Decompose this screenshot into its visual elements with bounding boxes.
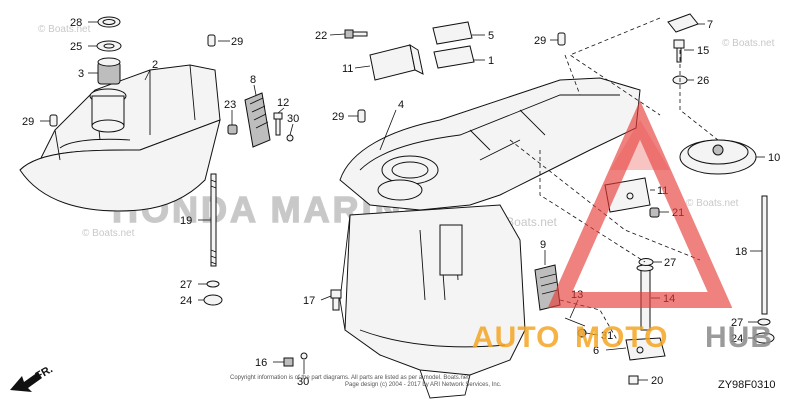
callout-5: 5 <box>488 30 494 42</box>
washer-part-30b <box>300 352 308 360</box>
callout-18: 18 <box>735 246 747 258</box>
callout-12: 12 <box>277 97 289 109</box>
plate-part-10 <box>679 139 757 175</box>
link-part-13 <box>564 317 586 327</box>
front-direction-label: FR. <box>34 363 55 382</box>
cap-part-7 <box>667 13 699 33</box>
callout-29-b: 29 <box>22 116 34 128</box>
callout-19: 19 <box>180 215 192 227</box>
block-part-1 <box>433 45 475 69</box>
bolt-part-16 <box>283 357 294 367</box>
callout-11-b: 11 <box>657 185 668 197</box>
callout-11-a: 11 <box>342 63 353 75</box>
callout-1: 1 <box>488 55 494 67</box>
callout-8: 8 <box>250 74 256 86</box>
stud-part-18 <box>761 195 768 315</box>
callout-25: 25 <box>70 41 82 53</box>
plate-part-8 <box>244 92 271 148</box>
gear-case-part-4 <box>339 77 641 399</box>
callout-20: 20 <box>651 375 663 387</box>
callout-29-c: 29 <box>534 35 546 47</box>
callout-3: 3 <box>78 68 84 80</box>
washer-part-27a <box>206 280 220 288</box>
callout-29-a: 29 <box>231 36 243 48</box>
extension-case-part-2 <box>19 64 221 212</box>
callout-9: 9 <box>540 239 546 251</box>
nut-part-23 <box>227 124 238 135</box>
logo-auto-text: AUTO <box>472 321 560 354</box>
callout-17: 17 <box>303 295 315 307</box>
callout-24-b: 24 <box>731 333 743 345</box>
watermark-top-right: © Boats.net <box>722 38 775 49</box>
footer-copyright-line-1: Copyright information is of the part dia… <box>230 375 469 381</box>
callout-6: 6 <box>593 345 599 357</box>
callout-30-b: 30 <box>297 376 309 388</box>
callout-23: 23 <box>224 99 236 111</box>
watermark-right: © Boats.net <box>686 198 739 209</box>
bolt-part-15 <box>673 39 685 63</box>
bearing-part-3 <box>97 57 121 85</box>
bolt-part-17 <box>330 289 342 311</box>
block-part-11-top <box>369 43 424 81</box>
bracket-part-6 <box>625 337 666 361</box>
callout-27-c: 27 <box>731 317 743 329</box>
footer-copyright-line-2: Page design (c) 2004 - 2017 by ARI Netwo… <box>345 382 502 388</box>
bolt-part-12 <box>273 112 283 136</box>
watermark-mid-left: © Boats.net <box>82 228 135 239</box>
callout-26: 26 <box>697 75 709 87</box>
block-part-5 <box>432 21 473 45</box>
bolt-part-22 <box>344 29 368 39</box>
callout-15: 15 <box>697 45 709 57</box>
callout-28: 28 <box>70 17 82 29</box>
nut-part-21 <box>649 207 660 218</box>
diagram-code: ZY98F0310 <box>718 379 775 391</box>
pin-part-29b <box>49 114 58 127</box>
bolt-part-20 <box>628 375 639 385</box>
washer-part-24a <box>203 294 223 306</box>
callout-4: 4 <box>398 99 404 111</box>
automotohub-logo: AUTO MOTO HUB <box>472 100 773 354</box>
logo-moto-text: MOTO <box>575 321 668 354</box>
watermark-top: © Boats.net <box>38 24 91 35</box>
callout-7: 7 <box>707 19 713 31</box>
callout-30-a: 30 <box>287 113 299 125</box>
callout-10: 10 <box>768 152 780 164</box>
callout-16: 16 <box>255 357 267 369</box>
washer-part-30a <box>286 134 294 142</box>
stud-part-19 <box>210 173 217 267</box>
callout-31: 31 <box>601 330 613 342</box>
front-direction-arrow: FR. <box>10 363 55 392</box>
callout-24-a: 24 <box>180 295 192 307</box>
callout-27-b: 27 <box>180 279 192 291</box>
callout-2: 2 <box>152 59 158 71</box>
callout-27-a: 27 <box>664 257 676 269</box>
pin-part-29c <box>557 32 566 46</box>
pin-part-29d <box>357 109 366 123</box>
callout-22: 22 <box>315 30 327 42</box>
logo-hub-text: HUB <box>705 321 773 354</box>
callout-29-d: 29 <box>332 111 344 123</box>
pin-part-29a <box>207 34 216 47</box>
